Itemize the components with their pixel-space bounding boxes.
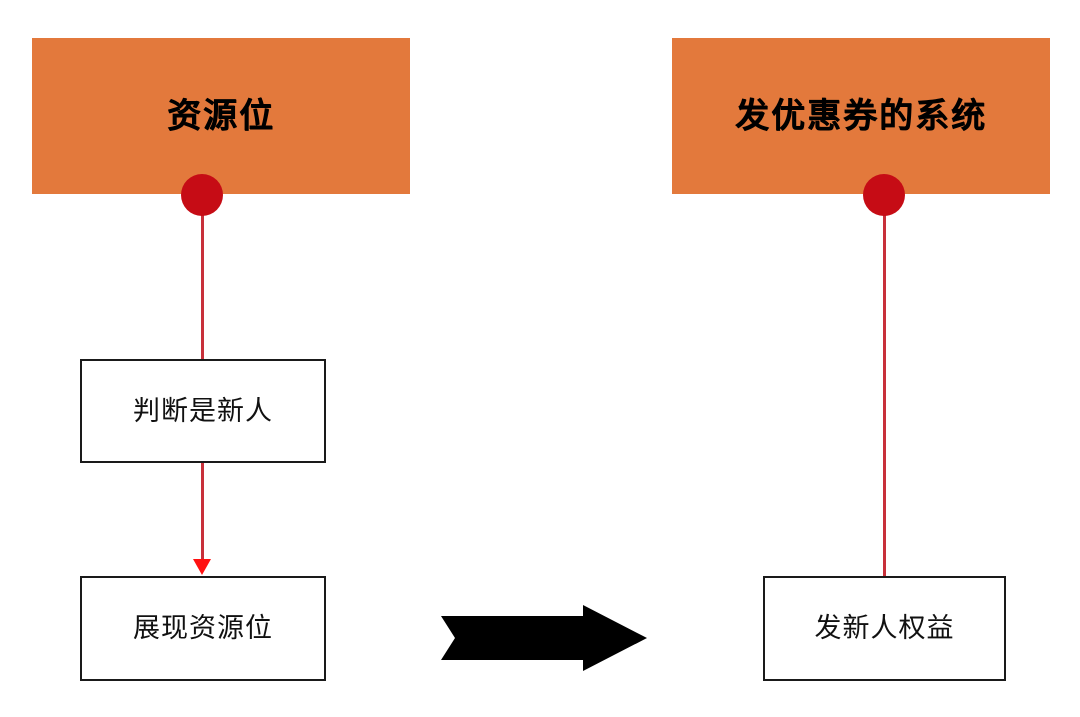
step-box-right-1-label: 发新人权益	[814, 613, 955, 643]
system-box-right-label: 发优惠券的系统	[735, 97, 987, 135]
system-box-left[interactable]: 资源位	[32, 38, 410, 194]
right-block-arrow-icon	[441, 605, 647, 671]
connector-right	[883, 196, 886, 577]
step-box-left-2-label: 展现资源位	[133, 613, 273, 643]
arrow-head-left-down-icon	[193, 559, 211, 575]
step-box-left-1[interactable]: 判断是新人	[80, 359, 326, 463]
transition-block-arrow	[437, 603, 651, 673]
node-dot-right	[863, 174, 905, 216]
system-box-left-label: 资源位	[167, 97, 275, 135]
step-box-left-1-label: 判断是新人	[133, 395, 273, 426]
system-box-right[interactable]: 发优惠券的系统	[672, 38, 1050, 194]
connector-left-upper	[201, 196, 204, 361]
node-dot-left	[181, 174, 223, 216]
step-box-right-1[interactable]: 发新人权益	[763, 576, 1006, 681]
step-box-left-2[interactable]: 展现资源位	[80, 576, 326, 681]
